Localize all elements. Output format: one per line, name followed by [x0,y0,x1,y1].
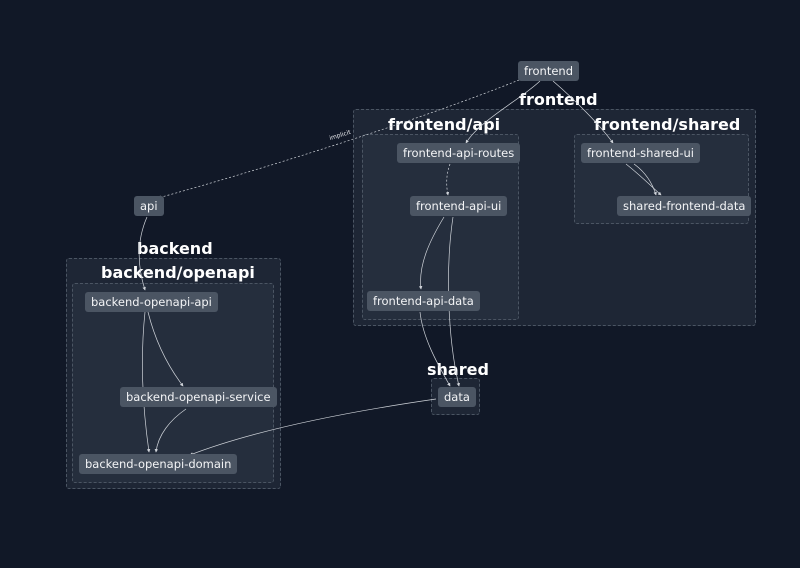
group-frontend-api-label: frontend/api [388,115,501,134]
group-frontend-label: frontend [519,90,598,109]
node-shared-frontend-data[interactable]: shared-frontend-data [617,196,752,216]
group-frontend-shared-label: frontend/shared [594,115,741,134]
node-frontend-api-routes[interactable]: frontend-api-routes [397,143,521,163]
group-shared-label: shared [427,360,489,379]
node-frontend-shared-ui[interactable]: frontend-shared-ui [581,143,700,163]
node-backend-openapi-api[interactable]: backend-openapi-api [85,292,218,312]
node-data[interactable]: data [438,387,476,407]
group-backend-openapi-label: backend/openapi [101,263,255,282]
node-api[interactable]: api [134,196,164,216]
group-backend-label: backend [137,239,213,258]
node-frontend-api-ui[interactable]: frontend-api-ui [410,196,508,216]
edge-label-implicit: implicit [329,129,353,142]
group-backend-openapi [72,283,274,483]
node-backend-openapi-service[interactable]: backend-openapi-service [120,387,277,407]
node-backend-openapi-domain[interactable]: backend-openapi-domain [79,454,238,474]
node-frontend[interactable]: frontend [518,61,580,81]
node-frontend-api-data[interactable]: frontend-api-data [367,291,480,311]
